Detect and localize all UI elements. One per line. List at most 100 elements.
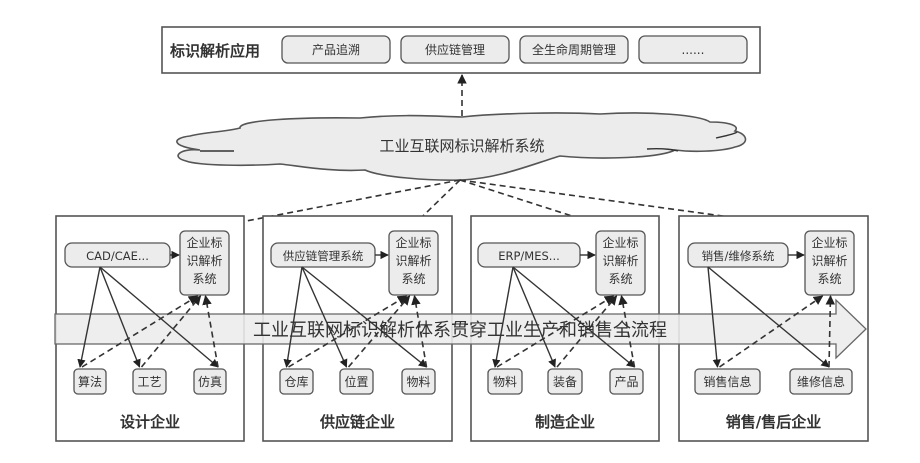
id-system-label-line: 系统 bbox=[608, 272, 632, 286]
id-system-label-line: 识解析 bbox=[395, 254, 431, 268]
data-leaf-label: 销售信息 bbox=[703, 374, 751, 389]
data-leaf-box bbox=[279, 368, 314, 395]
app-layer: 标识解析应用 产品追溯 供应链管理 全生命周期管理...... bbox=[161, 26, 761, 74]
app-item: 产品追溯 bbox=[281, 35, 391, 64]
data-leaf-label: 物料 bbox=[406, 375, 430, 389]
data-leaf-box bbox=[487, 368, 523, 395]
leaf-to-id-link bbox=[411, 295, 428, 368]
system-label: CAD/CAE... bbox=[86, 249, 149, 263]
system-to-leaf-arrow bbox=[707, 266, 830, 368]
system-label: ERP/MES... bbox=[498, 249, 560, 263]
data-leaf-box bbox=[547, 368, 583, 395]
flow-band-label: 工业互联网标识解析体系贯穿工业生产和销售全流程 bbox=[253, 320, 667, 341]
data-leaf: 算法 bbox=[73, 368, 107, 395]
leaf-to-id-link bbox=[202, 295, 219, 368]
enterprise-name: 设计企业 bbox=[120, 413, 180, 431]
data-leaf: 物料 bbox=[487, 368, 523, 395]
data-leaf-label: 算法 bbox=[78, 374, 102, 389]
data-leaf-label: 仿真 bbox=[198, 375, 222, 389]
app-item-label: 产品追溯 bbox=[312, 42, 360, 57]
id-system-label-line: 识解析 bbox=[186, 254, 222, 268]
id-system-label-line: 企业标 bbox=[395, 235, 431, 250]
enterprise-name: 供应链企业 bbox=[319, 413, 395, 431]
id-system-label-line: 识解析 bbox=[602, 254, 638, 268]
system-to-leaf-arrow bbox=[99, 266, 219, 368]
leaf-to-id-link bbox=[719, 295, 824, 368]
data-leaf-label: 物料 bbox=[493, 375, 517, 389]
data-leaf-label: 工艺 bbox=[137, 375, 161, 389]
data-leaf: 仓库 bbox=[279, 368, 314, 395]
data-leaf-box bbox=[694, 368, 761, 395]
id-system-label-line: 识解析 bbox=[811, 254, 847, 268]
id-system-label-line: 企业标 bbox=[186, 235, 222, 250]
flow-band-arrow bbox=[54, 298, 867, 360]
leaf-to-id-link bbox=[81, 295, 199, 368]
app-item: ...... bbox=[638, 35, 748, 64]
id-system-label-line: 系统 bbox=[192, 272, 216, 286]
id-system-label-line: 企业标 bbox=[602, 235, 638, 250]
flow-band: 工业互联网标识解析体系贯穿工业生产和销售全流程 bbox=[54, 298, 867, 360]
data-leaf: 仿真 bbox=[193, 368, 227, 395]
data-leaf: 销售信息 bbox=[694, 368, 761, 395]
data-leaf-label: 维修信息 bbox=[797, 374, 845, 389]
cloud-to-enterprise-link bbox=[459, 179, 826, 234]
cloud-to-enterprise-link bbox=[407, 179, 461, 231]
system-to-leaf-arrow bbox=[283, 266, 303, 368]
system-to-leaf-arrow bbox=[301, 266, 348, 368]
data-leaf-label: 产品 bbox=[614, 375, 638, 389]
data-leaf: 产品 bbox=[609, 368, 644, 395]
enterprise-id-system-box bbox=[179, 230, 230, 296]
app-layer-title: 标识解析应用 bbox=[169, 42, 260, 60]
leaf-to-id-link bbox=[288, 295, 408, 368]
data-leaf-box bbox=[132, 368, 167, 395]
data-leaf: 位置 bbox=[339, 368, 374, 395]
data-leaf-box bbox=[609, 368, 644, 395]
data-leaf-box bbox=[73, 368, 107, 395]
data-leaf-box bbox=[789, 368, 853, 395]
leaf-to-id-link bbox=[618, 295, 636, 368]
data-leaf-box bbox=[339, 368, 374, 395]
system-label: 供应链管理系统 bbox=[283, 249, 364, 263]
system-to-leaf-arrow bbox=[512, 266, 556, 368]
data-leaf-box bbox=[401, 368, 436, 395]
cloud-to-enterprise-link bbox=[459, 179, 617, 232]
data-leaf: 物料 bbox=[401, 368, 436, 395]
id-system-label-line: 系统 bbox=[817, 272, 841, 286]
system-to-leaf-arrow bbox=[301, 266, 428, 368]
data-leaf: 维修信息 bbox=[789, 368, 853, 395]
id-system-label-line: 系统 bbox=[401, 272, 425, 286]
app-item-box bbox=[400, 35, 510, 64]
data-leaf: 工艺 bbox=[132, 368, 167, 395]
leaf-to-id-link bbox=[825, 295, 836, 368]
app-item-label: 全生命周期管理 bbox=[532, 42, 616, 57]
enterprise-name: 制造企业 bbox=[535, 413, 595, 431]
app-item-label: 供应链管理 bbox=[425, 42, 485, 57]
system-to-leaf-arrow bbox=[512, 266, 636, 368]
system-to-leaf-arrow bbox=[77, 266, 101, 368]
id-system-label-line: 企业标 bbox=[811, 235, 847, 250]
system-label: 销售/维修系统 bbox=[702, 249, 775, 263]
cloud-shape bbox=[176, 112, 747, 181]
data-leaf: 装备 bbox=[547, 368, 583, 395]
app-item-box bbox=[281, 35, 391, 64]
identifier-cloud: 工业互联网标识解析系统 bbox=[176, 112, 747, 181]
data-leaf-label: 位置 bbox=[344, 374, 368, 389]
leaf-to-id-link bbox=[496, 295, 615, 368]
data-leaf-label: 装备 bbox=[553, 375, 577, 389]
app-item-label: ...... bbox=[682, 43, 705, 57]
enterprise-id-system-box bbox=[388, 230, 439, 296]
app-item: 供应链管理 bbox=[400, 35, 510, 64]
app-item-box bbox=[638, 35, 748, 64]
system-to-leaf-arrow bbox=[492, 266, 514, 368]
data-leaf-label: 仓库 bbox=[284, 374, 308, 389]
enterprise-name: 销售/售后企业 bbox=[726, 413, 821, 431]
leaf-to-id-link bbox=[556, 295, 618, 368]
enterprise-id-system-box bbox=[804, 230, 855, 296]
system-to-leaf-arrow bbox=[99, 266, 141, 368]
app-item: 全生命周期管理 bbox=[519, 35, 629, 64]
data-leaf-box bbox=[193, 368, 227, 395]
app-item-box bbox=[519, 35, 629, 64]
cloud-inner-curve-right bbox=[646, 148, 679, 152]
leaf-to-id-link bbox=[347, 295, 411, 368]
